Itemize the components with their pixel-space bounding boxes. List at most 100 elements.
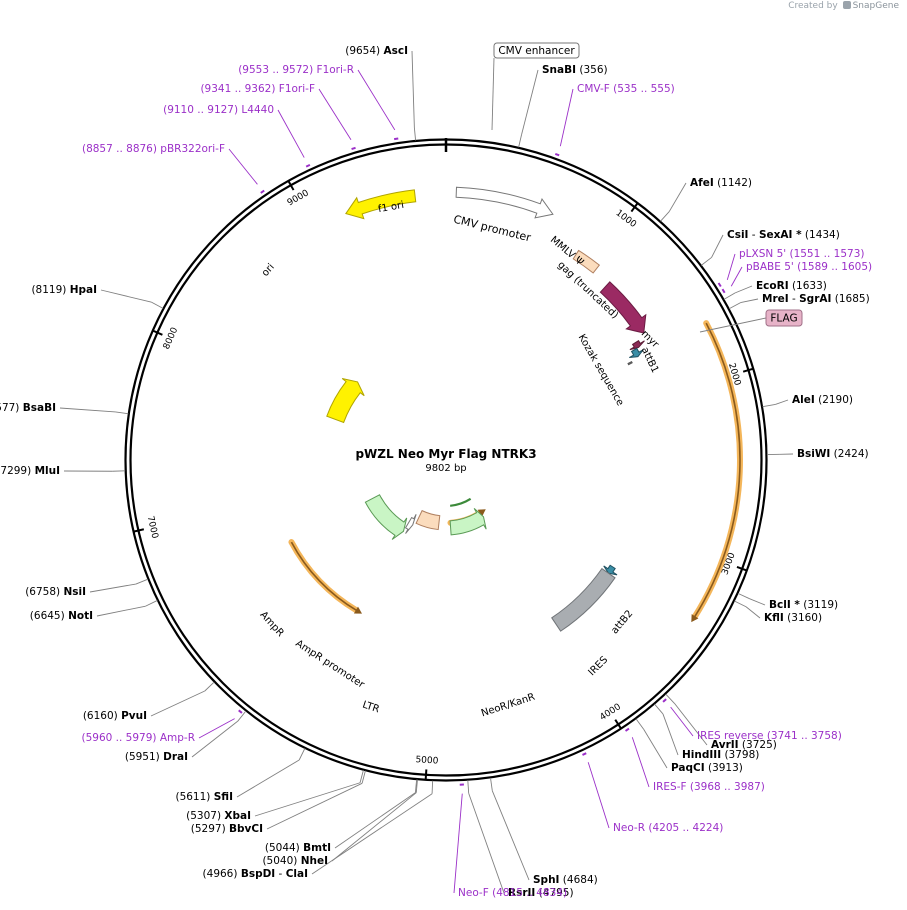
- feature-label-ampr-promoter: AmpR promoter: [293, 638, 366, 691]
- site-label: (5297) BbvCI: [191, 823, 263, 835]
- site-coord: (1434): [802, 229, 840, 241]
- site-name: PvuI: [121, 710, 147, 722]
- feature-ampr: [364, 494, 408, 540]
- primer-label: IRES reverse (3741 .. 3758): [697, 730, 842, 742]
- site-name: AscI: [383, 45, 408, 57]
- site-bcli: BclI * (3119): [737, 592, 838, 611]
- site-label: RsrII (4795): [508, 887, 574, 899]
- primer-range: (5960 .. 5979): [82, 732, 160, 744]
- site-leader: [468, 793, 505, 894]
- site-rsrii: RsrII (4795): [467, 780, 574, 899]
- feature-attb2: [603, 564, 618, 576]
- primer-leader: [730, 266, 743, 287]
- site-name: PaqCI: [671, 762, 705, 774]
- tick-mark-7000: [132, 528, 145, 533]
- site-name: NheI: [301, 855, 328, 867]
- primer-name: IRES reverse: [697, 730, 764, 742]
- site-leader: [100, 289, 152, 303]
- primer-mark: [238, 709, 243, 714]
- credit-prefix: Created by: [788, 1, 838, 11]
- site-label: (5611) SfiI: [175, 791, 233, 803]
- site-name: BbvCI: [229, 823, 263, 835]
- primer-label: (8857 .. 8876) pBR322ori-F: [82, 143, 225, 155]
- feature-label-ori: ori: [260, 262, 277, 279]
- boxed-label-frame: [493, 42, 580, 59]
- site-sfii: (5611) SfiI: [175, 748, 306, 803]
- feature-attb1: [629, 347, 644, 359]
- primer-range: (1589 .. 1605): [794, 261, 872, 273]
- primer-leader: [228, 148, 258, 185]
- site-name: XbaI: [224, 810, 251, 822]
- site-leader: [740, 298, 759, 304]
- site-hindiii: HindIII (3798): [654, 703, 759, 761]
- site-tick: [665, 693, 675, 704]
- site-mrei: MreI - SgrAI (1685): [728, 293, 870, 310]
- site-tick: [415, 779, 418, 793]
- site-coord: (5951): [125, 751, 163, 763]
- primer-pbr322ori-f: (8857 .. 8876) pBR322ori-F: [82, 143, 265, 194]
- feature-label-kozak-sequence: Kozak sequence: [576, 333, 626, 408]
- orf-line-2: [290, 541, 358, 612]
- primer-name: Amp-R: [160, 732, 195, 744]
- primer-name: pBABE 5': [746, 261, 794, 273]
- site-snabi: SnaBI (356): [518, 64, 608, 148]
- site-label: (5951) DraI: [125, 751, 188, 763]
- primer-amp-r: (5960 .. 5979) Amp-R: [82, 709, 243, 744]
- tick-label-4000: 4000: [598, 702, 623, 723]
- site-name: KflI: [764, 612, 784, 624]
- primer-mark: [721, 288, 726, 294]
- site-name: MreI: [762, 293, 789, 305]
- site-coord: (6160): [83, 710, 121, 722]
- feature-label-neor-kanr: NeoR/KanR: [480, 692, 537, 720]
- primer-l4440: (9110 .. 9127) L4440: [163, 104, 311, 168]
- site-coord: (4966): [203, 868, 241, 880]
- site-name: NsiI: [63, 586, 86, 598]
- site-leader: [745, 606, 761, 619]
- boxed-label-text: CMV enhancer: [498, 45, 575, 57]
- site-name: RsrII: [508, 887, 535, 899]
- site-avrii: AvrII (3725): [665, 693, 777, 751]
- site-asci: (9654) AscI: [345, 45, 417, 141]
- site-pvui: (6160) PvuI: [83, 681, 215, 722]
- site-label: CsiI - SexAI * (1434): [727, 229, 840, 241]
- primer-range: (4205 .. 4224): [645, 822, 723, 834]
- site-kfli: KflI (3160): [734, 600, 822, 624]
- site-name: NotI: [68, 610, 93, 622]
- primer-label: (5960 .. 5979) Amp-R: [82, 732, 196, 744]
- site-tick: [467, 780, 470, 794]
- map-title: pWZL Neo Myr Flag NTRK3 9802 bp: [355, 447, 536, 474]
- tick-mark-3000: [736, 566, 748, 572]
- site-name: SnaBI: [542, 64, 576, 76]
- site-coord: (3119): [800, 599, 838, 611]
- boxed-label-leader: [699, 317, 767, 333]
- site-nsii: (6758) NsiI: [25, 578, 149, 598]
- site-label: (6645) NotI: [30, 610, 93, 622]
- site-tick: [723, 292, 736, 300]
- site-tick: [414, 779, 418, 793]
- primer-mark: [554, 152, 560, 157]
- primer-name: F1ori-F: [279, 83, 315, 95]
- site-alei: AleI (2190): [762, 394, 853, 408]
- feature-ampr-promoter: [404, 514, 417, 534]
- feature-label-cmv-promoter: CMV promoter: [452, 213, 532, 245]
- site-tick: [135, 578, 149, 585]
- primer-range: (4815 .. 4834): [489, 887, 567, 899]
- boxed-label-cmv-enhancer: CMV enhancer: [491, 42, 580, 131]
- site-name: CsiI: [727, 229, 748, 241]
- primer-range: (3741 .. 3758): [764, 730, 842, 742]
- primer-label: IRES-F (3968 .. 3987): [653, 781, 765, 793]
- site-name: BsiWI: [797, 448, 830, 460]
- site-coord: (1142): [714, 177, 752, 189]
- feature-ltr: [415, 509, 441, 531]
- primer-label: pLXSN 5' (1551 .. 1573): [739, 248, 864, 260]
- primer-name: L4440: [241, 104, 274, 116]
- site-label: (7299) MluI: [0, 465, 60, 477]
- site-coord: (2190): [815, 394, 853, 406]
- site-bmti: (5044) BmtI: [265, 779, 418, 854]
- primer-mark: [351, 146, 356, 150]
- primer-leader: [357, 69, 396, 131]
- primer-leader: [318, 88, 352, 141]
- site-bsiwi: BsiWI (2424): [766, 448, 869, 460]
- site-coord: (2424): [830, 448, 868, 460]
